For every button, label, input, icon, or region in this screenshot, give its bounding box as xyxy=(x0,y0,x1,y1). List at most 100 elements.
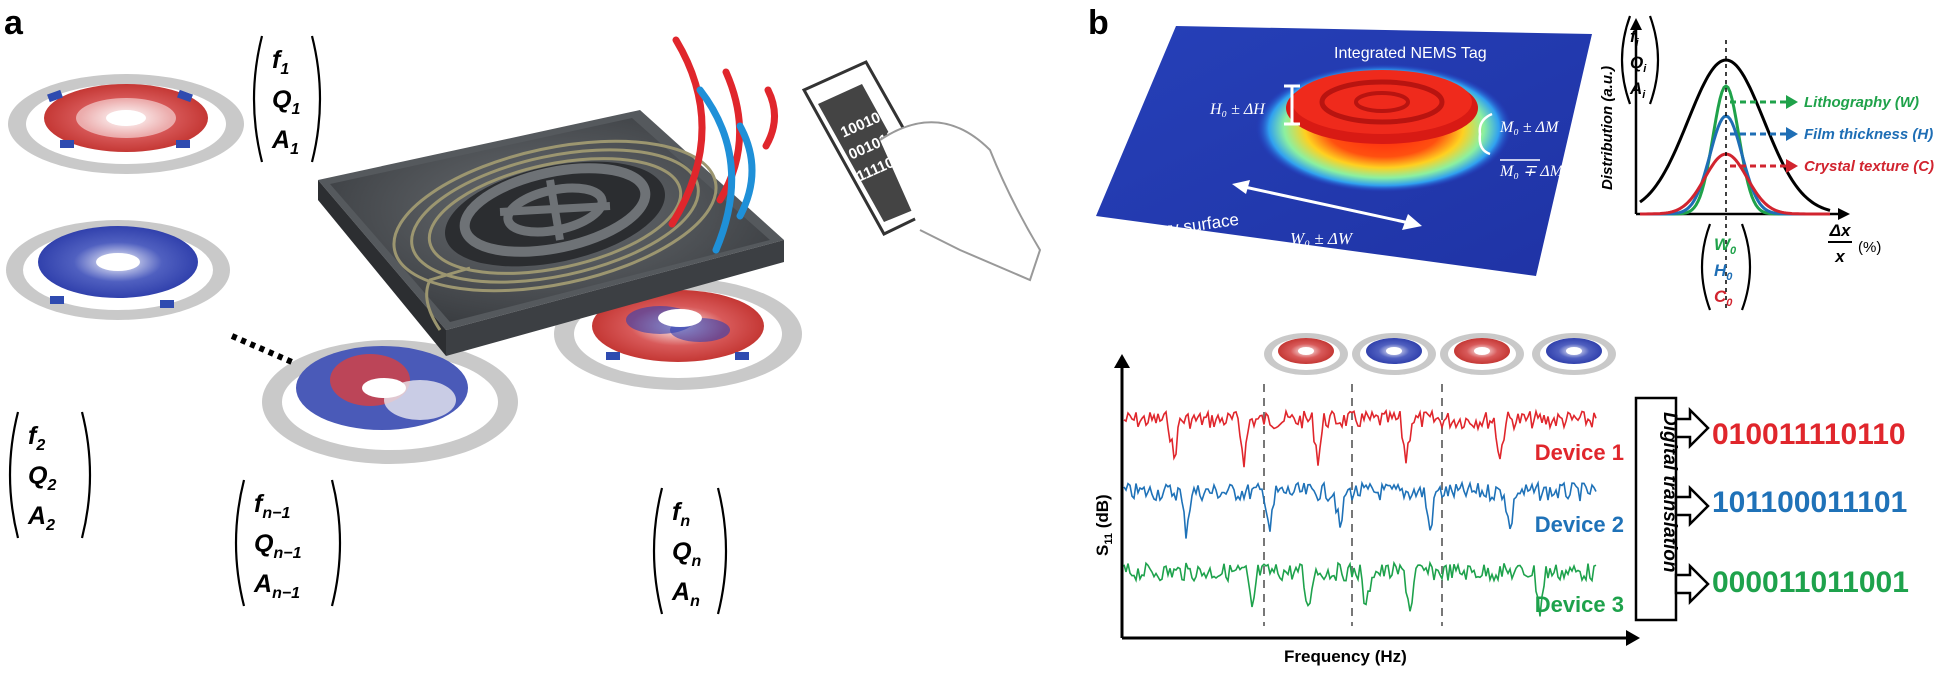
dist-curve-label-1: Film thickness (H) xyxy=(1804,126,1933,143)
width-label: W₀ ± ΔW xyxy=(1290,229,1354,248)
mode-thumbnail-4-hole xyxy=(1566,347,1582,355)
mode-2-a: A2 xyxy=(27,502,55,534)
dist-center-0-sub: 0 xyxy=(1730,245,1737,257)
mode-4-q: Qn xyxy=(672,538,701,570)
spectrum-plot: Frequency (Hz)S11 (dB)Device 10100111101… xyxy=(1093,354,1909,666)
mode-shape-n xyxy=(554,278,802,390)
dist-param-2-sub: i xyxy=(1642,89,1646,101)
mode-thumbnail-1-hole xyxy=(1298,347,1314,355)
mode-3-q: Qn−1 xyxy=(254,530,302,562)
smartphone-icon: 100101 001010 111101 xyxy=(801,60,1042,282)
translation-label: Digital translation xyxy=(1659,412,1680,572)
dist-arrowhead-1 xyxy=(1786,127,1798,141)
spectrum-ylabel-sub: 11 xyxy=(1103,533,1115,545)
mode-1-q-base: Q xyxy=(272,86,292,114)
spectrum-x-arrow xyxy=(1626,630,1640,646)
translation-arrow-3 xyxy=(1674,562,1710,606)
dist-center-1: H0 xyxy=(1714,261,1733,283)
dist-center-2: C0 xyxy=(1714,287,1733,309)
mode-shape-1 xyxy=(8,74,244,174)
dist-param-0: fi xyxy=(1630,27,1640,49)
panel-a-label: a xyxy=(4,4,24,42)
mass-minus-label: M₀ ∓ ΔM xyxy=(1499,163,1565,180)
mode-4-f: fn xyxy=(672,498,690,530)
mode-4-a-sub: n xyxy=(690,593,700,610)
nems-tag-surface: Integrated NEMS Tag H₀ ± ΔH M₀ ± ΔM M₀ ∓… xyxy=(1096,26,1592,276)
mode-vector-3: fn−1Qn−1An−1 xyxy=(234,479,342,607)
translation-arrow-1 xyxy=(1674,406,1710,450)
mode-3-a: An−1 xyxy=(253,570,300,602)
mode-2-a-base: A xyxy=(27,502,46,530)
mode-2-a-sub: 2 xyxy=(45,517,55,534)
wireless-waves-icon xyxy=(668,36,778,254)
mode-1-f: f1 xyxy=(272,46,289,78)
mode-shape-2 xyxy=(6,220,230,320)
mode-2-f: f2 xyxy=(28,422,45,454)
mode-4-q-base: Q xyxy=(672,538,692,566)
dist-xlabel-num: Δx xyxy=(1829,221,1852,240)
mode-vector-1-right-paren xyxy=(310,35,322,163)
mode-1-f-base: f xyxy=(272,46,283,74)
mode-vector-2-left-paren xyxy=(8,411,20,539)
mode-3-a-base: A xyxy=(253,570,272,598)
device-code-3: 000011011001 xyxy=(1712,566,1909,599)
mode-2-q: Q2 xyxy=(28,462,56,494)
dist-arrowhead-0 xyxy=(1786,95,1798,109)
tag-title: Integrated NEMS Tag xyxy=(1334,45,1487,62)
spectrum-y-arrow xyxy=(1114,354,1130,368)
dist-center-1-base: H xyxy=(1714,261,1727,280)
dist-param-vector-left-paren xyxy=(1620,15,1632,105)
mode-vector-4-left-paren xyxy=(652,487,664,615)
mode-1-q: Q1 xyxy=(272,86,300,118)
mode-1-a-base: A xyxy=(271,126,290,154)
dist-curve-label-2: Crystal texture (C) xyxy=(1804,158,1934,175)
dist-center-1-sub: 0 xyxy=(1726,271,1733,283)
mode-1-a-sub: 1 xyxy=(290,141,299,158)
thickness-label: H₀ ± ΔH xyxy=(1209,101,1266,118)
dist-param-2: Ai xyxy=(1629,79,1646,101)
dist-arrowhead-2 xyxy=(1786,159,1798,173)
mass-plus-label: M₀ ± ΔM xyxy=(1499,119,1560,136)
device-label-1: Device 1 xyxy=(1535,440,1624,465)
mode-1-a: A1 xyxy=(271,126,299,158)
dist-xlabel-den: x xyxy=(1834,247,1846,266)
dist-curve-crystal xyxy=(1640,152,1830,216)
dist-center-2-sub: 0 xyxy=(1726,297,1733,309)
spectrum-trace-2 xyxy=(1123,480,1597,539)
nems-device-plate xyxy=(318,110,784,356)
dist-center-0: W0 xyxy=(1714,235,1737,257)
device-code-2: 101100011101 xyxy=(1712,486,1907,519)
mode-4-f-base: f xyxy=(672,498,683,526)
translation-box xyxy=(1634,396,1678,622)
mode-2-f-sub: 2 xyxy=(35,437,45,454)
mode-4-f-sub: n xyxy=(680,513,690,530)
mode-3-f-base: f xyxy=(254,490,265,518)
dist-x-arrow xyxy=(1838,208,1850,220)
mode-thumbnail-3 xyxy=(1440,333,1524,375)
translation-arrow-2 xyxy=(1674,484,1710,528)
mode-2-q-base: Q xyxy=(28,462,48,490)
mode-vector-3-left-paren xyxy=(234,479,246,607)
mode-thumbnail-2 xyxy=(1352,333,1436,375)
device-label-2: Device 2 xyxy=(1535,512,1624,537)
dist-ylabel: Distribution (a.u.) xyxy=(1599,66,1616,190)
spectrum-trace-1 xyxy=(1123,408,1597,468)
distribution-plot: fiQiAiDistribution (a.u.)Lithography (W)… xyxy=(1599,15,1934,312)
mode-2-f-base: f xyxy=(28,422,39,450)
mode-3-f: fn−1 xyxy=(254,490,290,522)
dist-param-0-sub: i xyxy=(1636,37,1640,49)
dist-xlabel-unit: (%) xyxy=(1858,239,1881,256)
dist-curve-label-0: Lithography (W) xyxy=(1804,94,1919,111)
mode-3-q-sub: n−1 xyxy=(273,545,301,562)
mode-thumbnail-4 xyxy=(1532,333,1616,375)
dist-center-2-base: C xyxy=(1714,287,1727,306)
mode-2-q-sub: 2 xyxy=(46,477,56,494)
mode-thumbnail-2-hole xyxy=(1386,347,1402,355)
ellipsis-dots xyxy=(230,333,294,365)
mode-1-q-sub: 1 xyxy=(291,101,300,118)
